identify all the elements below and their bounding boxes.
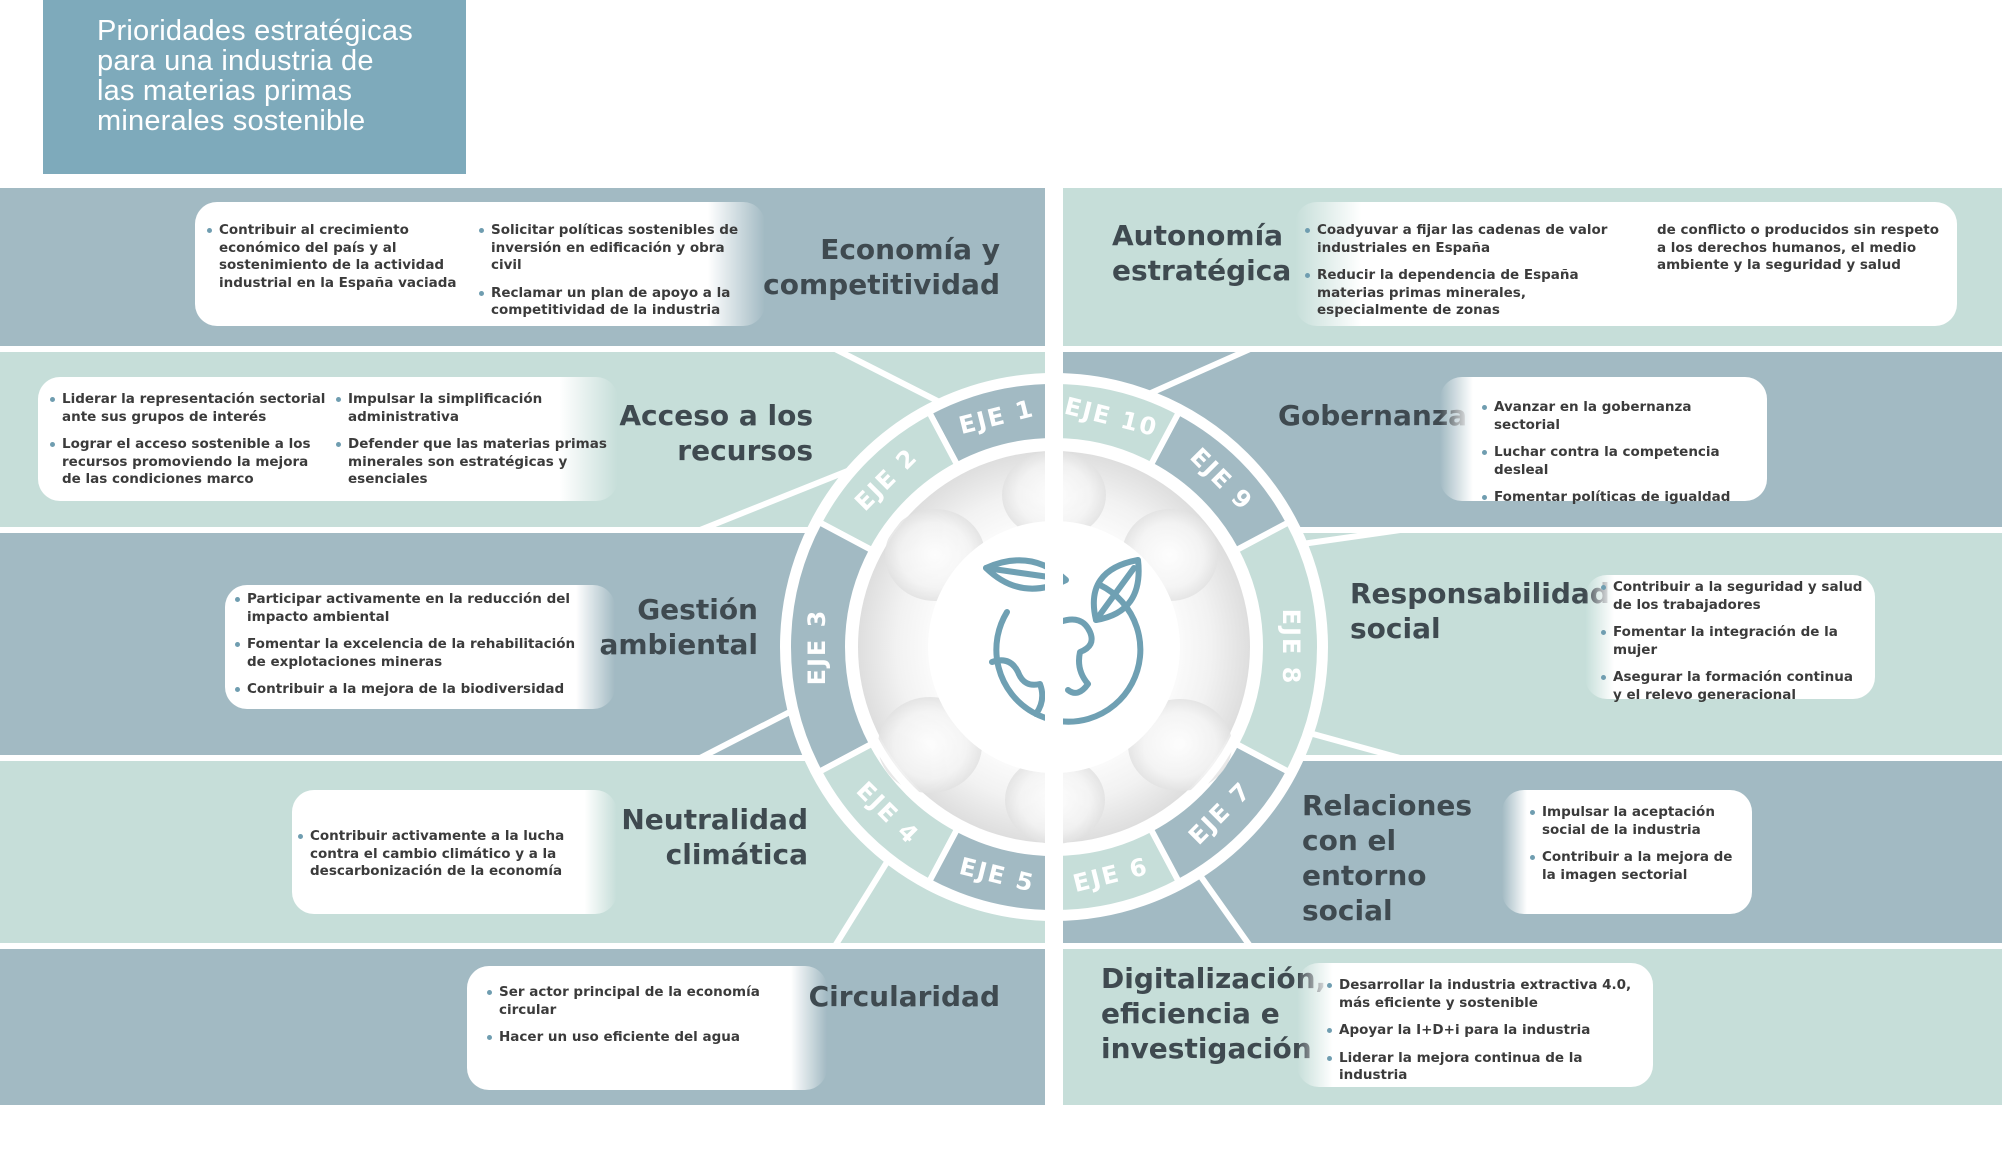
- card-eje5: Ser actor principal de la economía circu…: [467, 966, 827, 1090]
- list-item: Coadyuvar a fijar las cadenas de valor i…: [1305, 222, 1623, 257]
- card-eje3: Participar activamente en la reducción d…: [225, 585, 615, 709]
- title-line-3: las materias primas: [97, 75, 353, 107]
- card-eje10: Coadyuvar a fijar las cadenas de valor i…: [1295, 202, 1957, 326]
- card-eje6: Desarrollar la industria extractiva 4.0,…: [1297, 963, 1653, 1087]
- card-eje9: Avanzar en la gobernanza sectorial Lucha…: [1440, 377, 1767, 505]
- list-item: Fomentar la excelencia de la rehabilitac…: [235, 636, 583, 671]
- list-item-continuation: de conflicto o producidos sin respeto a …: [1657, 222, 1939, 273]
- list-item: Asegurar la formación continua y el rele…: [1601, 669, 1863, 704]
- list-item: Desarrollar la industria extractiva 4.0,…: [1327, 977, 1637, 1012]
- list-item: Reducir la dependencia de España materia…: [1305, 267, 1623, 320]
- card-eje2: Liderar la representación sectorial ante…: [38, 377, 618, 501]
- list-item: Lograr el acceso sostenible a los recurs…: [50, 436, 330, 489]
- card-eje1: Contribuir al crecimiento económico del …: [195, 202, 765, 326]
- list-item: Contribuir a la seguridad y salud de los…: [1601, 579, 1863, 614]
- list-item: Luchar contra la competencia desleal: [1482, 444, 1752, 479]
- list-item: Fomentar políticas de igualdad: [1482, 489, 1752, 507]
- list-item: Impulsar la aceptación social de la indu…: [1530, 804, 1740, 839]
- list-item: Apoyar la I+D+i para la industria: [1327, 1022, 1637, 1040]
- title-line-4: minerales sostenible: [97, 105, 366, 137]
- list-item: Defender que las materias primas mineral…: [336, 436, 614, 489]
- list-item: Solicitar políticas sostenibles de inver…: [479, 222, 739, 275]
- list-item: Liderar la representación sectorial ante…: [50, 391, 330, 426]
- list-item: Liderar la mejora continua de la industr…: [1327, 1050, 1637, 1085]
- title-box: Prioridades estratégicas para una indust…: [43, 0, 466, 174]
- heading-eje5: Circularidad: [808, 980, 1000, 1013]
- globe-with-leaves-icon: [983, 557, 1144, 725]
- card-eje4: Contribuir activamente a la lucha contra…: [292, 790, 617, 914]
- list-item: Reclamar un plan de apoyo a la competiti…: [479, 285, 739, 320]
- card-eje8: Contribuir a la seguridad y salud de los…: [1585, 575, 1875, 703]
- list-item: Contribuir activamente a la lucha contra…: [298, 828, 608, 881]
- eje-label-8: EJE 8: [1277, 609, 1305, 686]
- eje-label-3: EJE 3: [803, 609, 831, 686]
- title-line-1: Prioridades estratégicas: [97, 15, 413, 47]
- list-item: Hacer un uso eficiente del agua: [487, 1029, 807, 1047]
- list-item: Avanzar en la gobernanza sectorial: [1482, 399, 1752, 434]
- heading-eje9: Gobernanza: [1278, 399, 1468, 432]
- title-line-2: para una industria de: [97, 45, 374, 77]
- list-item: Contribuir a la mejora de la imagen sect…: [1530, 849, 1740, 884]
- list-item: Ser actor principal de la economía circu…: [487, 984, 807, 1019]
- list-item: Contribuir al crecimiento económico del …: [207, 222, 462, 292]
- list-item: Participar activamente en la reducción d…: [235, 591, 583, 626]
- list-item: Impulsar la simplificación administrativ…: [336, 391, 614, 426]
- list-item: Fomentar la integración de la mujer: [1601, 624, 1863, 659]
- list-item: Contribuir a la mejora de la biodiversid…: [235, 681, 583, 699]
- card-eje7: Impulsar la aceptación social de la indu…: [1502, 790, 1752, 914]
